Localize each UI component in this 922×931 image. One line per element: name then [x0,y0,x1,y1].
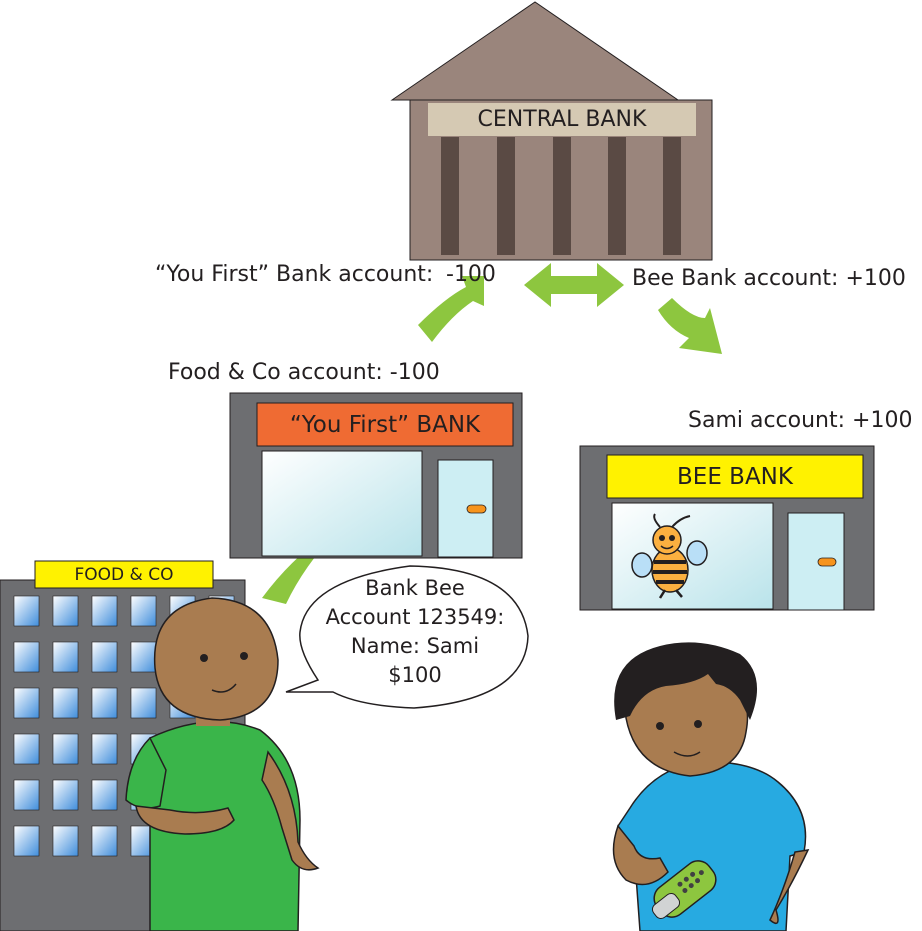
food-co-sign: FOOD & CO [74,564,174,585]
mobile-phone-icon [651,860,717,920]
food-co-window [52,779,79,811]
central-bank-sign: CENTRAL BANK [477,107,647,132]
bee-central-account-label: Bee Bank account: +100 [632,266,906,291]
speech-bubble-icon [285,565,529,709]
speech-line-name: Name: Sami [350,634,480,658]
speech-line-bank: Bank Bee [365,576,465,600]
food-co-window [52,641,79,673]
food-co-window [52,825,79,857]
arrow-central-bee-exchange [524,263,624,307]
food-co-window [91,641,118,673]
speech-bubble-text: Bank Bee Account 123549: Name: Sami $100 [300,574,530,690]
food-co-window [91,779,118,811]
food-co-window [52,595,79,627]
speech-line-account: Account 123549: [325,605,505,629]
food-co-window [91,733,118,765]
food-co-window [13,779,40,811]
food-co-window [130,595,157,627]
food-co-person [125,597,320,931]
food-co-window [13,687,40,719]
food-co-window [13,733,40,765]
food-co-window [91,687,118,719]
food-co-window [130,641,157,673]
arrow-youfirst-to-central [418,276,484,342]
you-first-bank-building [229,392,523,559]
food-co-window [91,825,118,857]
central-bank-building [390,1,713,261]
arrow-central-to-bee [658,298,722,354]
food-co-window [130,687,157,719]
speech-line-amount: $100 [388,663,442,687]
food-co-window [52,687,79,719]
food-co-account-label: Food & Co account: -100 [168,360,440,385]
food-co-window [52,733,79,765]
food-co-window [13,641,40,673]
bee-bank-building [579,445,875,611]
food-co-window [13,595,40,627]
you-first-central-amount: -100 [446,262,496,287]
bee-bank-sign: BEE BANK [677,463,793,490]
sami-account-label: Sami account: +100 [688,408,913,433]
bee-mascot-icon [631,513,708,599]
food-co-window [13,825,40,857]
food-co-window [91,595,118,627]
you-first-bank-sign: “You First” BANK [289,411,481,438]
you-first-central-account-label: “You First” Bank account: [155,262,434,287]
